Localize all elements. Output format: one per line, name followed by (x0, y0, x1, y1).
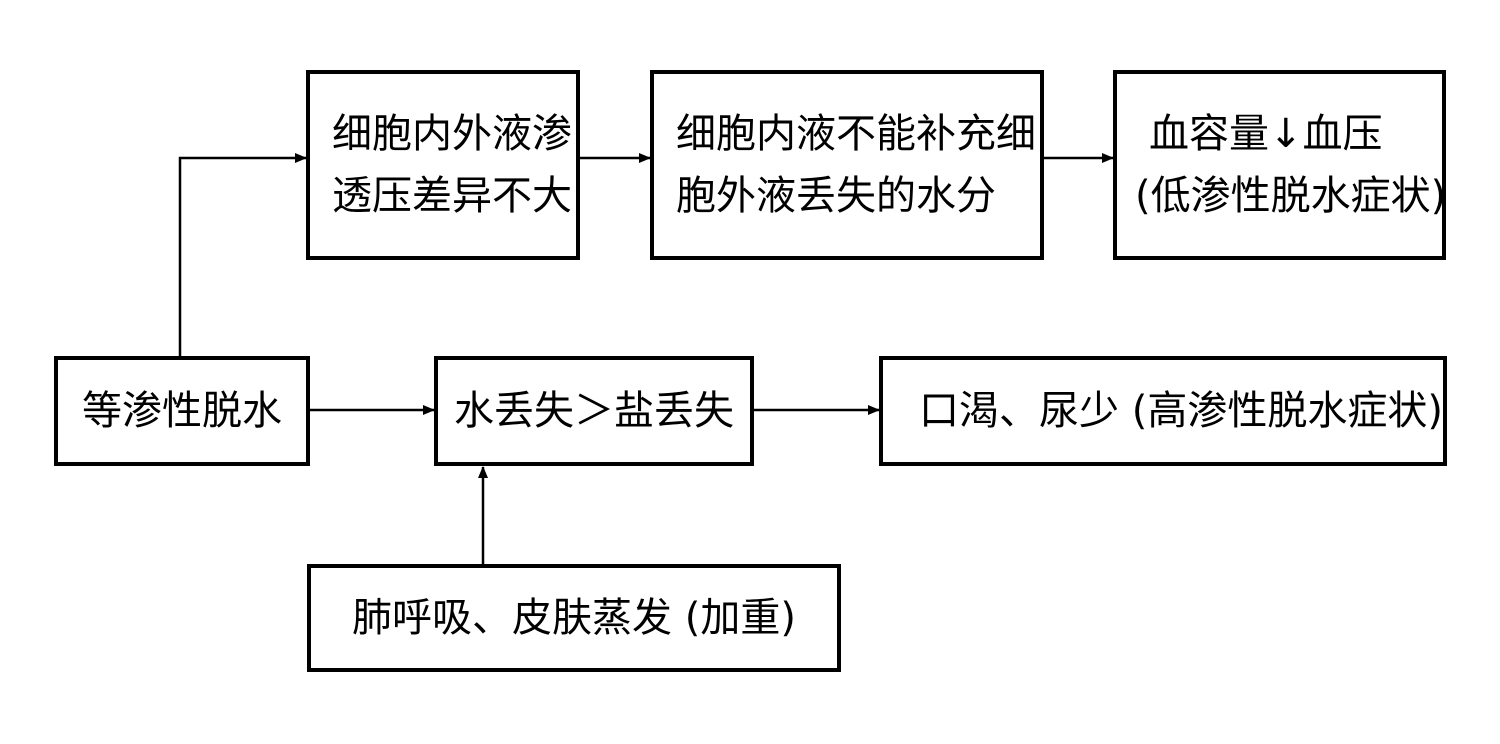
node-water-loss-label: 水丢失＞盐丢失 (454, 388, 734, 434)
node-lung-skin-label: 肺呼吸、皮肤蒸发 (加重) (352, 595, 796, 641)
arrow-isotonic-to-osmotic (178, 153, 307, 358)
node-lung-skin: 肺呼吸、皮肤蒸发 (加重) (307, 564, 841, 672)
node-isotonic-label: 等渗性脱水 (82, 388, 282, 434)
node-blood-volume: 血容量↓血压 (低渗性脱水症状) (1113, 70, 1446, 260)
node-thirst: 口渴、尿少 (高渗性脱水症状) (879, 356, 1447, 466)
node-isotonic-dehydration: 等渗性脱水 (54, 356, 310, 466)
blood-volume-text: 血容量 (1149, 111, 1269, 157)
node-water-loss: 水丢失＞盐丢失 (434, 356, 754, 466)
node-osmotic-line-1: 细胞内外液渗 (332, 111, 572, 157)
node-intracellular-line-2: 胞外液丢失的水分 (676, 173, 996, 219)
down-arrow-icon: ↓ (1269, 111, 1303, 157)
node-intracellular-line-1: 细胞内液不能补充细 (676, 111, 1036, 157)
node-blood-line-1: 血容量↓血压 (1135, 103, 1383, 165)
node-osmotic-similar: 细胞内外液渗 透压差异不大 (306, 70, 580, 260)
node-intracellular: 细胞内液不能补充细 胞外液丢失的水分 (650, 70, 1044, 260)
node-osmotic-line-2: 透压差异不大 (332, 173, 572, 219)
blood-pressure-text: 血压 (1302, 111, 1383, 157)
node-thirst-label: 口渴、尿少 (高渗性脱水症状) (919, 388, 1443, 434)
node-blood-line-2: (低渗性脱水症状) (1135, 173, 1447, 219)
